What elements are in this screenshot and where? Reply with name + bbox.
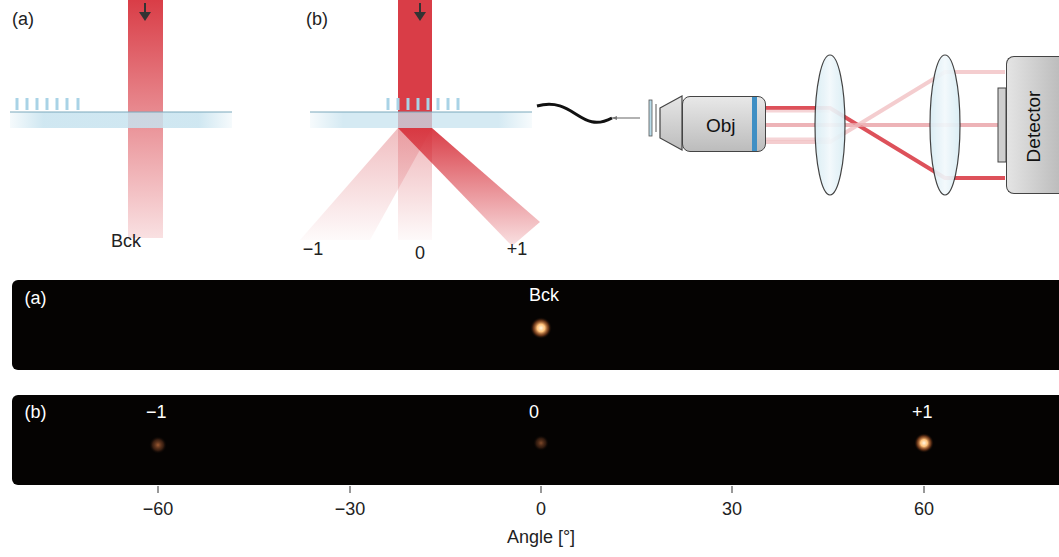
angle-axis bbox=[158, 486, 924, 493]
order-label: Bck bbox=[529, 286, 559, 304]
order-label: −1 bbox=[146, 403, 167, 421]
tick-label: −30 bbox=[335, 500, 366, 518]
order-label: 0 bbox=[529, 403, 539, 421]
panel-tag: (b) bbox=[306, 10, 328, 28]
objective-label: Obj bbox=[706, 116, 736, 135]
panel-tag: (a) bbox=[12, 10, 34, 28]
collection-optics bbox=[537, 55, 1006, 195]
camera-panel: (b) −1 0 +1 bbox=[12, 395, 1059, 485]
panel-tag: (a) bbox=[25, 289, 47, 307]
order-label: +1 bbox=[507, 240, 528, 258]
sample-a bbox=[10, 0, 232, 238]
axis-title: Angle [°] bbox=[507, 528, 575, 546]
order-label: +1 bbox=[912, 403, 933, 421]
objective-box: Obj bbox=[682, 96, 766, 152]
beam-label: Bck bbox=[111, 232, 141, 250]
order-label: 0 bbox=[415, 244, 425, 262]
camera-panel: (a) Bck bbox=[12, 280, 1059, 370]
panel-tag: (b) bbox=[25, 403, 47, 421]
tick-label: −60 bbox=[143, 500, 174, 518]
order-label: −1 bbox=[303, 240, 324, 258]
detector-box: Detector bbox=[1006, 56, 1059, 194]
tick-label: 0 bbox=[536, 500, 546, 518]
detector-label: Detector bbox=[1024, 90, 1043, 162]
objective-stripe bbox=[752, 97, 757, 151]
tick-label: 60 bbox=[914, 500, 934, 518]
tick-label: 30 bbox=[722, 500, 742, 518]
sample-b bbox=[300, 0, 540, 246]
